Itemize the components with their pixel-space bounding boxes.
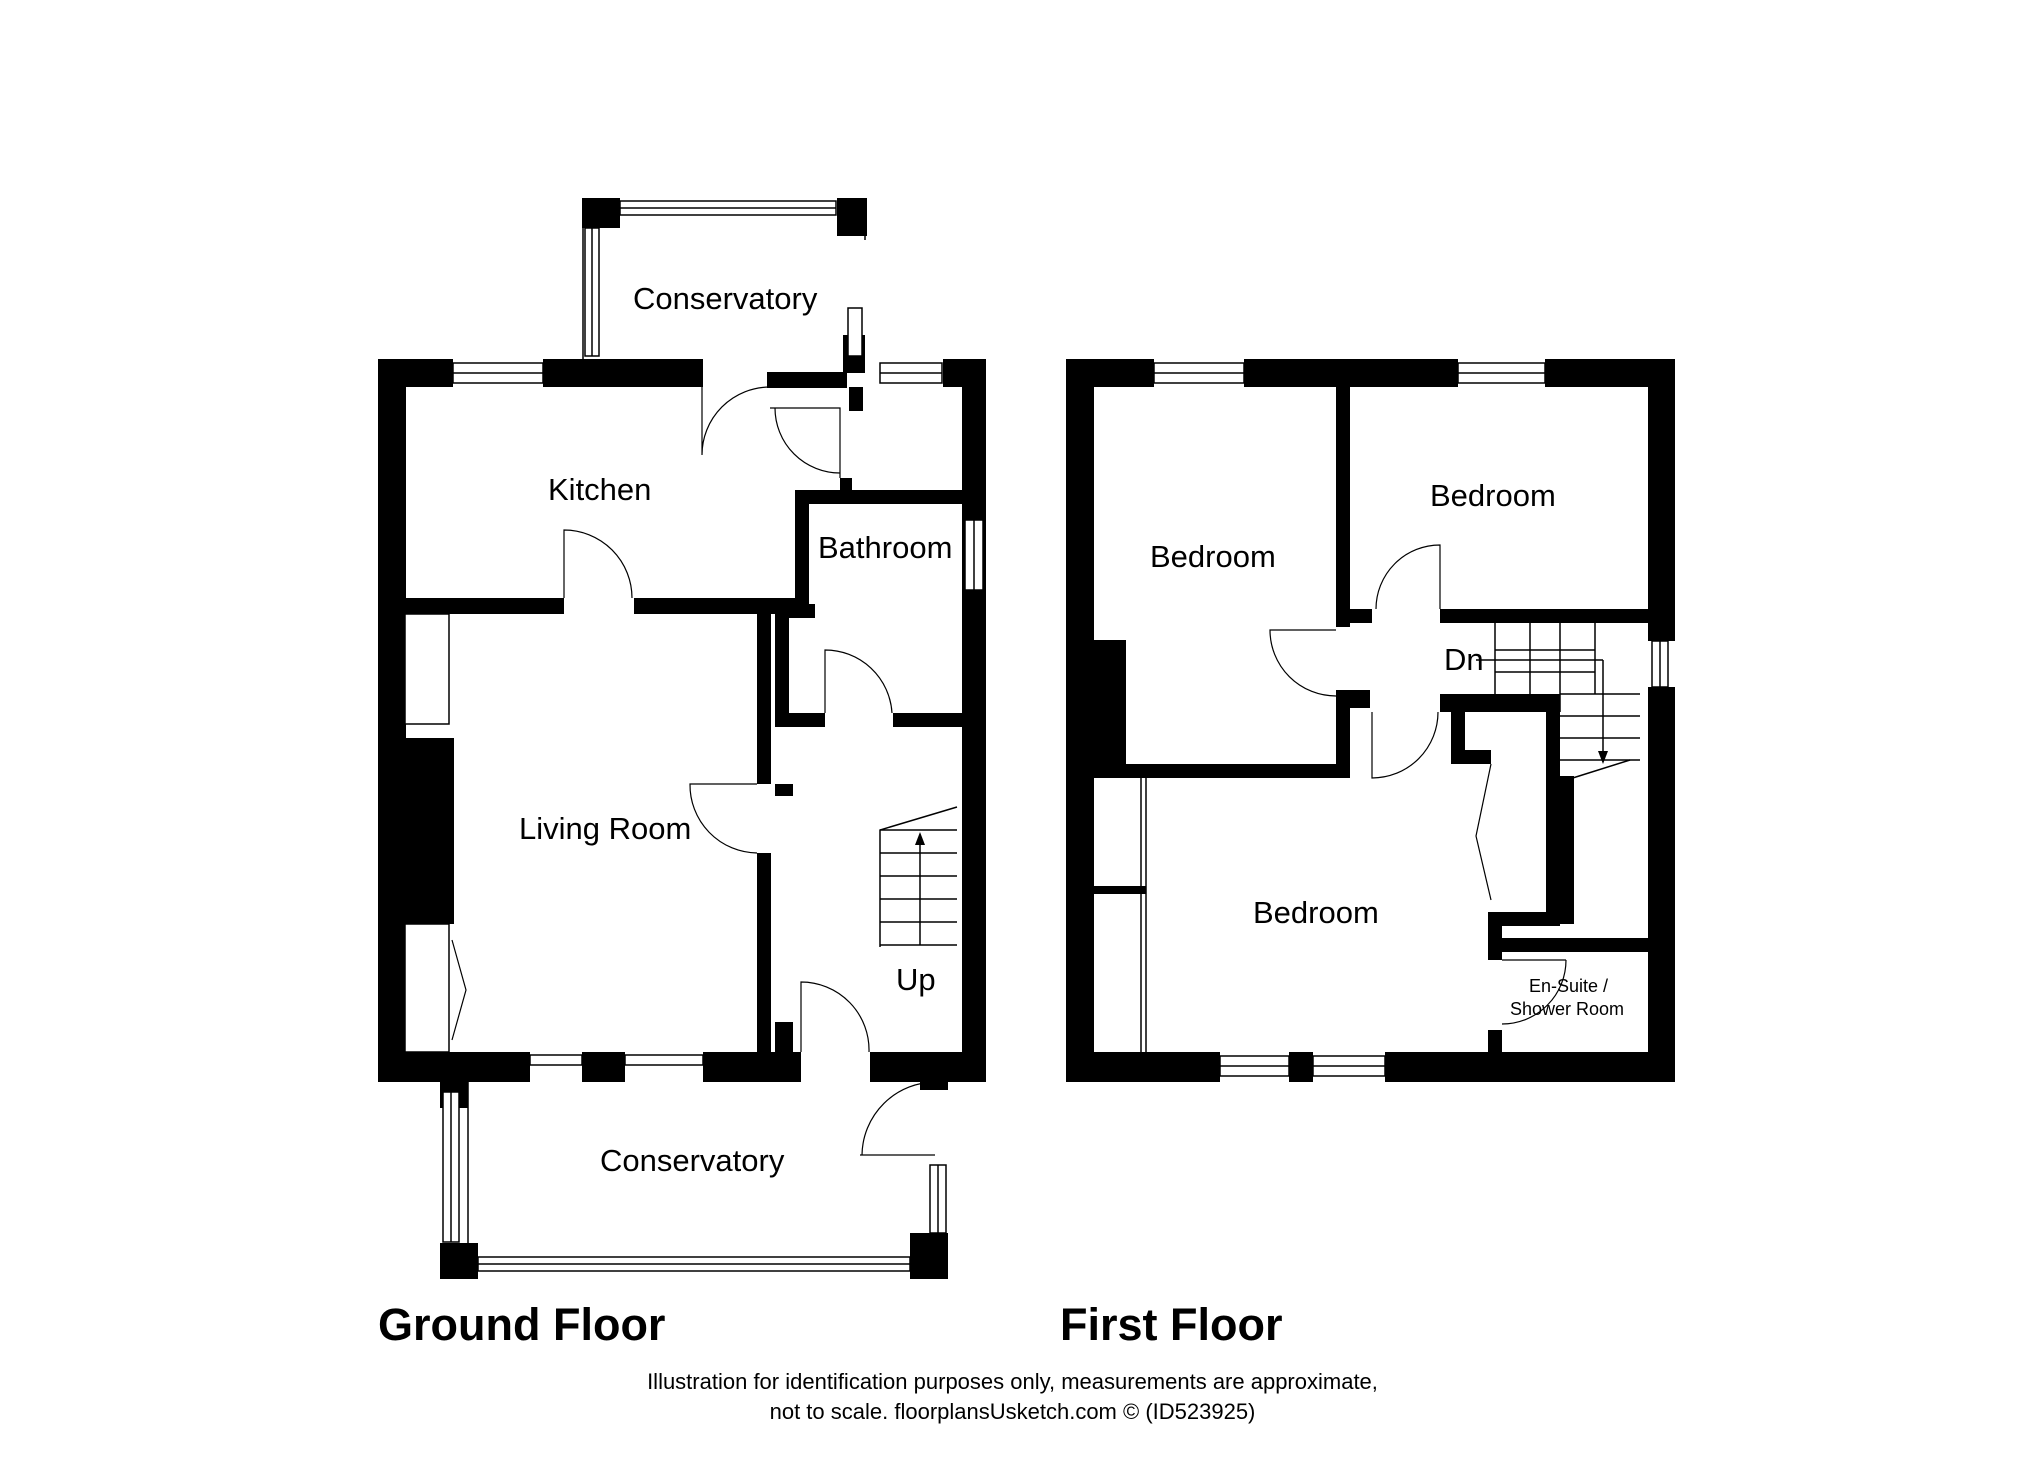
window <box>847 307 863 357</box>
ff-wall <box>1648 359 1675 641</box>
ff-wall <box>1451 750 1491 764</box>
gf-bathroom-label: Bathroom <box>818 530 952 565</box>
ground-floor-title: Ground Floor <box>378 1299 665 1350</box>
door-swing <box>800 981 870 1053</box>
gf-wall <box>378 359 406 1082</box>
ff-wall <box>1488 938 1675 952</box>
gf-chimney <box>378 738 454 924</box>
window <box>404 923 450 1053</box>
ff-wall <box>1560 776 1574 924</box>
ff-bedroom-main-label: Bedroom <box>1253 895 1379 930</box>
door-swing <box>774 407 841 474</box>
ff-ensuite-label-1: En-Suite / <box>1529 976 1608 996</box>
ff-ensuite-label-2: Shower Room <box>1510 999 1624 1019</box>
ff-wall <box>1488 912 1502 960</box>
first-floor-title: First Floor <box>1060 1299 1283 1350</box>
gf-wall <box>920 1068 948 1090</box>
ff-wall <box>1648 687 1675 1082</box>
ff-wall <box>1094 886 1146 894</box>
gf-wall <box>440 1243 478 1279</box>
gf-kitchen-label: Kitchen <box>548 472 651 507</box>
gf-wall <box>849 387 863 411</box>
gf-wall <box>543 359 703 387</box>
gf-wall <box>775 1022 793 1058</box>
ff-stairs-label: Dn <box>1444 642 1484 677</box>
gf-wall <box>378 359 453 387</box>
gf-wall <box>775 784 793 796</box>
door-swing <box>1475 763 1492 901</box>
ff-chimney <box>1066 640 1126 764</box>
gf-wall <box>775 604 789 724</box>
door-swing <box>563 529 633 599</box>
window <box>404 613 450 725</box>
door-swing <box>1371 711 1439 779</box>
gf-wall <box>910 1233 948 1279</box>
disclaimer-line-1: Illustration for identification purposes… <box>647 1369 1378 1394</box>
first-floor-plan: Bedroom Bedroom Dn Bedroom En-Suite / Sh… <box>1060 359 1675 1350</box>
ff-staircase <box>1476 623 1640 783</box>
gf-wall <box>378 598 564 614</box>
ff-wall <box>1336 690 1350 778</box>
gf-wall <box>962 359 986 1082</box>
gf-stairs-label: Up <box>896 962 936 997</box>
gf-wall <box>840 478 852 492</box>
ff-wall <box>1496 912 1560 926</box>
gf-wall <box>757 853 771 1058</box>
gf-wall <box>837 198 867 236</box>
ff-wall <box>1336 690 1370 708</box>
ff-wall <box>1066 359 1154 387</box>
door-swing <box>1375 544 1441 610</box>
gf-wall <box>582 198 620 228</box>
door-swing <box>1501 959 1567 1025</box>
ff-bedroom-right-label: Bedroom <box>1430 478 1556 513</box>
ground-floor-plan: Conservatory Kitchen Bathroom Living Roo… <box>378 198 986 1350</box>
gf-conservatory-top-label: Conservatory <box>633 281 818 316</box>
gf-conservatory-bottom-label: Conservatory <box>600 1143 785 1178</box>
window <box>624 1054 704 1066</box>
ff-bedroom-left-label: Bedroom <box>1150 539 1276 574</box>
door-swing <box>824 649 893 714</box>
gf-wall <box>775 713 825 727</box>
gf-wall <box>795 490 965 504</box>
ff-wall <box>1440 694 1560 712</box>
ff-wall <box>1336 387 1350 627</box>
gf-wall <box>378 1052 530 1082</box>
gf-wall <box>757 604 771 784</box>
ff-wall <box>1546 712 1560 924</box>
ff-wall <box>1488 1030 1502 1060</box>
door-swing <box>451 939 467 1041</box>
ff-wall <box>1289 1052 1313 1082</box>
gf-living-room-label: Living Room <box>519 811 691 846</box>
ff-wall <box>1066 764 1350 778</box>
ff-wall <box>1244 359 1458 387</box>
gf-staircase <box>879 806 958 947</box>
door-swing <box>701 386 771 456</box>
gf-wall <box>767 372 847 388</box>
ff-wall <box>1440 609 1675 623</box>
ff-wall <box>1348 609 1372 623</box>
door-swing <box>860 1081 937 1156</box>
ff-wall <box>1385 1052 1675 1082</box>
gf-wall <box>893 713 965 727</box>
door-swing <box>1269 629 1337 697</box>
gf-wall <box>795 492 809 604</box>
ff-wall <box>1066 1052 1220 1082</box>
ff-wall <box>1451 712 1465 762</box>
door-swing <box>770 407 841 478</box>
disclaimer-line-2: not to scale. floorplansUsketch.com © (I… <box>769 1399 1256 1424</box>
gf-wall <box>582 1052 625 1082</box>
door-swing <box>689 783 758 854</box>
window <box>529 1054 583 1066</box>
